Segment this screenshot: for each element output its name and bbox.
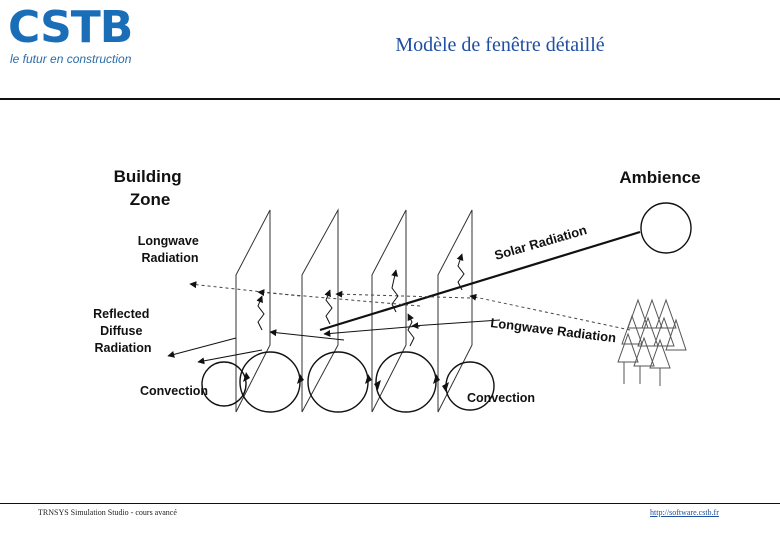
longwave-rays	[189, 281, 631, 331]
ambience-label: Ambience	[619, 168, 700, 187]
logo-tagline: le futur en construction	[10, 52, 132, 66]
cstb-logo: CSTB le futur en construction	[8, 2, 158, 68]
header-divider	[0, 98, 780, 100]
convection-loop-2	[239, 351, 301, 413]
convection-loop-3	[307, 351, 369, 413]
convection-loop-4	[375, 351, 437, 413]
footer-divider	[0, 503, 780, 504]
pane-emissions	[256, 253, 465, 347]
convection-loops	[201, 351, 495, 413]
solar-radiation-beam	[319, 230, 641, 332]
page-title: Modèle de fenêtre détaillé	[395, 34, 605, 56]
sun-icon	[640, 202, 692, 254]
footer-link[interactable]: http://software.cstb.fr	[650, 508, 719, 517]
solar-radiation-label: Solar Radiation	[493, 222, 589, 263]
glass-pane-1	[235, 209, 271, 413]
longwave-radiation-right-label: Longwave Radiation	[490, 315, 617, 345]
glass-pane-3	[371, 209, 407, 413]
reflected-diffuse-arrows	[167, 319, 501, 365]
trees-icon	[617, 298, 687, 386]
longwave-radiation-left-label: Longwave Radiation	[138, 234, 203, 265]
glazing-panes	[235, 208, 473, 413]
convection-arrowheads	[243, 372, 449, 392]
convection-loop-1	[201, 361, 247, 407]
building-zone-label: Building Zone	[114, 167, 187, 209]
reflected-diffuse-radiation-label: Reflected Diffuse Radiation	[93, 307, 153, 355]
glass-pane-4	[437, 209, 473, 413]
logo-text: CSTB	[8, 2, 133, 53]
glass-pane-2	[301, 208, 339, 413]
footer-course-label: TRNSYS Simulation Studio - cours avancé	[38, 508, 177, 517]
convection-left-label: Convection	[140, 384, 208, 398]
convection-right-label: Convection	[467, 391, 535, 405]
